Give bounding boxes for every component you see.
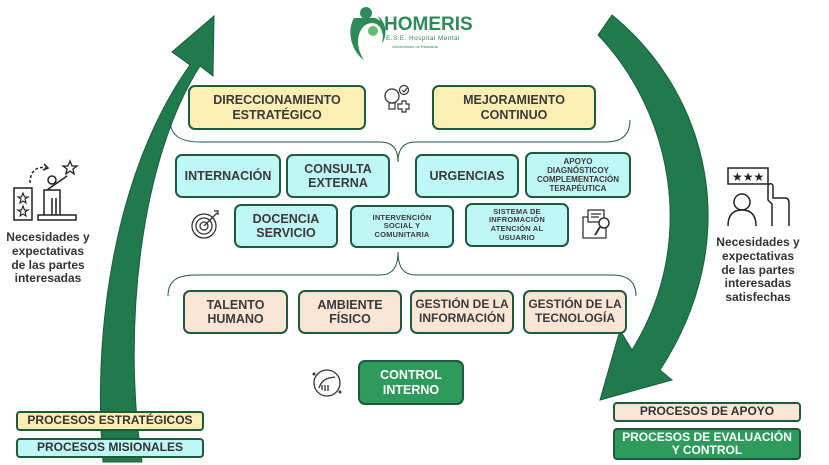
apoyo-diagnostico-box[interactable]: APOYO DIAGNÓSTICOY COMPLEMENTACIÓN TERAP… <box>525 152 631 198</box>
consulta-externa-box[interactable]: CONSULTA EXTERNA <box>286 154 390 198</box>
ambiente-fisico-box[interactable]: AMBIENTE FÍSICO <box>298 290 402 334</box>
document-search-icon <box>582 209 610 239</box>
legend-missional: PROCESOS MISIONALES <box>16 438 204 458</box>
left-cycle-arrow <box>99 14 215 463</box>
satisfaction-rating-icon: ★★★ <box>727 167 790 227</box>
stakeholder-needs-icon <box>13 159 79 221</box>
right-cycle-arrow <box>597 14 709 401</box>
control-hand-icon <box>312 369 342 397</box>
logo-tagline: Universitario de Risaralda <box>392 44 438 49</box>
legend-evaluation: PROCESOS DE EVALUACIÓN Y CONTROL <box>613 428 801 460</box>
legend-support: PROCESOS DE APOYO <box>613 402 801 422</box>
urgencias-box[interactable]: URGENCIAS <box>415 154 519 198</box>
direccionamiento-estrategico-box[interactable]: DIRECCIONAMIENTO ESTRATÉGICO <box>188 85 366 130</box>
talento-humano-box[interactable]: TALENTO HUMANO <box>183 290 288 334</box>
logo-subtitle: E.S.E. Hospital Mental <box>386 35 460 42</box>
intervencion-social-box[interactable]: INTERVENCIÓN SOCIAL Y COMUNITARIA <box>350 205 454 248</box>
strategic-brace <box>169 119 631 163</box>
missional-brace <box>167 251 637 297</box>
legend-strategic: PROCESOS ESTRATÉGICOS <box>16 411 204 431</box>
docencia-servicio-box[interactable]: DOCENCIA SERVICIO <box>234 204 338 248</box>
svg-text:★★★: ★★★ <box>732 170 764 184</box>
logo: HOMERIS E.S.E. Hospital Mental Universit… <box>348 4 473 64</box>
control-interno-box[interactable]: CONTROL INTERNO <box>358 360 464 405</box>
stakeholder-satisfied-text: Necesidades y expectativas de las partes… <box>716 235 800 305</box>
logo-name: HOMERIS <box>384 14 473 35</box>
strategy-ideas-icon <box>384 84 410 113</box>
mejoramiento-continuo-box[interactable]: MEJORAMIENTO CONTINUO <box>432 85 596 130</box>
target-icon <box>191 210 219 239</box>
gestion-informacion-box[interactable]: GESTIÓN DE LA INFORMACIÓN <box>410 290 514 334</box>
internacion-box[interactable]: INTERNACIÓN <box>175 154 281 198</box>
sistema-informacion-box[interactable]: SISTEMA DE INFROMACIÓN ATENCIÓN AL USUAR… <box>465 203 569 247</box>
stakeholder-needs-text: Necesidades y expectativas de las partes… <box>6 230 90 286</box>
gestion-tecnologia-box[interactable]: GESTIÓN DE LA TECNOLOGÍA <box>523 290 627 334</box>
homeris-logo-icon <box>350 7 386 61</box>
